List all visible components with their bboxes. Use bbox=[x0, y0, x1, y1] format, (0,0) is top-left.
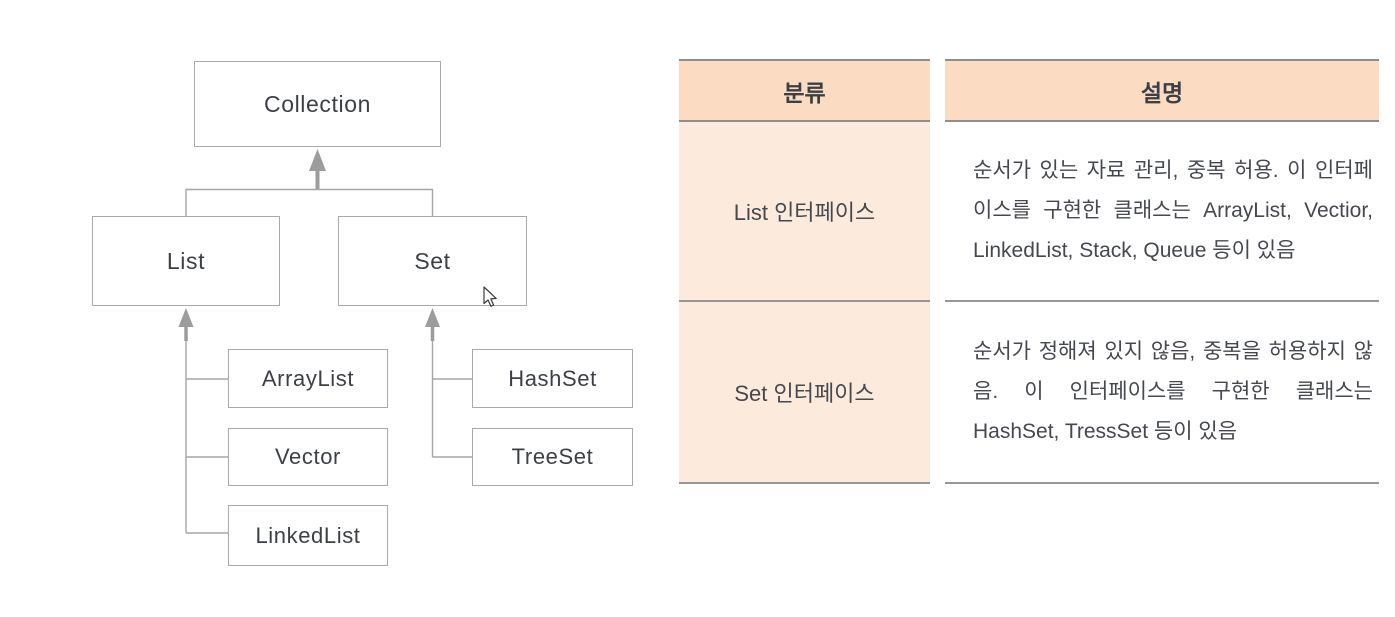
description-list-text: 순서가 있는 자료 관리, 중복 허용. 이 인터페이스를 구현한 클래스는 A… bbox=[973, 159, 1373, 262]
mouse-cursor-icon bbox=[483, 286, 497, 307]
table-cell-description-set: 순서가 정해져 있지 않음, 중복을 허용하지 않음. 이 인터페이스를 구현한… bbox=[945, 302, 1379, 484]
table-cell-category-set: Set 인터페이스 bbox=[679, 302, 930, 484]
description-set-text: 순서가 정해져 있지 않음, 중복을 허용하지 않음. 이 인터페이스를 구현한… bbox=[973, 340, 1373, 443]
diagram-node-vector: Vector bbox=[228, 428, 388, 486]
table-cell-category-list: List 인터페이스 bbox=[679, 122, 930, 302]
diagram-node-set: Set bbox=[338, 216, 527, 306]
diagram-node-arraylist: ArrayList bbox=[228, 349, 388, 408]
table-category-column: 분류 List 인터페이스 Set 인터페이스 bbox=[679, 59, 930, 484]
table-cell-description-list: 순서가 있는 자료 관리, 중복 허용. 이 인터페이스를 구현한 클래스는 A… bbox=[945, 122, 1379, 302]
diagram-node-linkedlist: LinkedList bbox=[228, 505, 388, 566]
hierarchy-connector-lines bbox=[178, 149, 472, 534]
table-header-description: 설명 bbox=[945, 59, 1379, 122]
table-header-category: 분류 bbox=[679, 59, 930, 122]
diagram-node-treeset: TreeSet bbox=[472, 428, 633, 486]
diagram-node-list: List bbox=[92, 216, 280, 306]
arrow-up-list-icon bbox=[178, 308, 194, 327]
bracket-collection-children bbox=[185, 188, 434, 216]
diagram-node-hashset: HashSet bbox=[472, 349, 633, 408]
table-description-column: 설명 순서가 있는 자료 관리, 중복 허용. 이 인터페이스를 구현한 클래스… bbox=[945, 59, 1379, 484]
arrow-up-set-icon bbox=[425, 308, 440, 327]
arrow-up-collection-icon bbox=[309, 149, 326, 171]
diagram-node-collection: Collection bbox=[194, 61, 441, 147]
